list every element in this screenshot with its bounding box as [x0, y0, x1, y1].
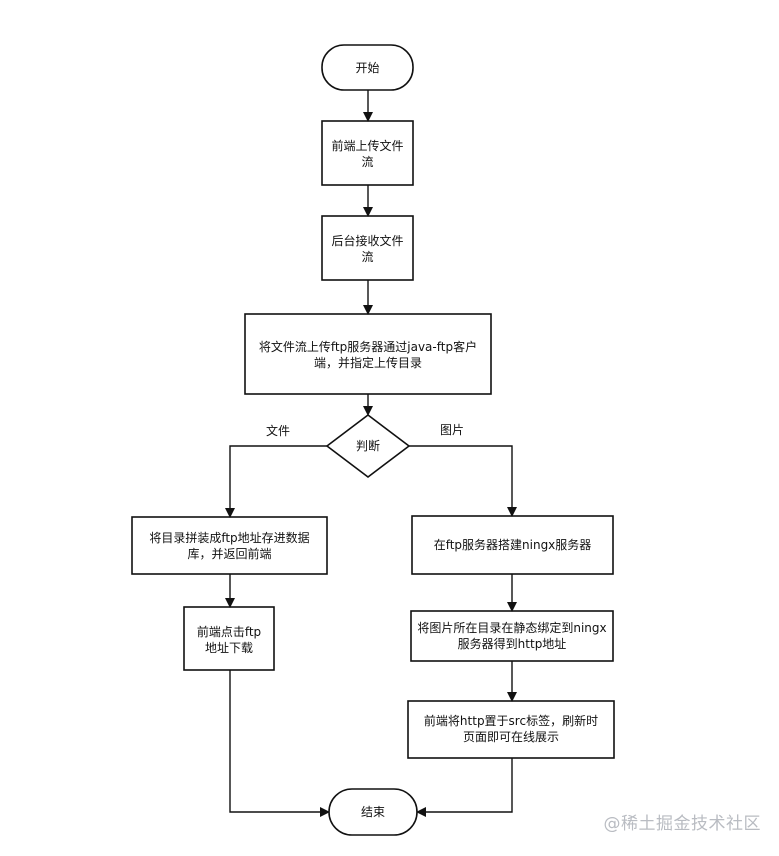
decision-label: 判断 — [356, 438, 380, 453]
frontend-upload-label-2: 流 — [361, 155, 373, 169]
edge-src-to-end — [416, 758, 513, 817]
frontend-download-label-1: 前端点击ftp — [197, 624, 261, 639]
end-node: 结束 — [328, 788, 418, 836]
backend-receive-label-1: 后台接收文件 — [331, 233, 403, 248]
edge-decision-to-image-branch — [409, 445, 517, 517]
ftp-upload-label-1: 将文件流上传ftp服务器通过java-ftp客户 — [259, 339, 477, 354]
nginx-setup-node: 在ftp服务器搭建ningx服务器 — [411, 515, 614, 575]
save-ftp-address-node: 将目录拼装成ftp地址存进数据 库，并返回前端 — [131, 516, 328, 575]
frontend-upload-node: 前端上传文件 流 — [321, 120, 414, 186]
src-tag-node: 前端将http置于src标签，刷新时 页面即可在线展示 — [407, 700, 615, 759]
backend-receive-node: 后台接收文件 流 — [321, 215, 414, 281]
edge-decision-to-file-branch — [225, 445, 327, 518]
ftp-upload-label-2: 端，并指定上传目录 — [314, 355, 422, 370]
frontend-upload-label-1: 前端上传文件 — [331, 138, 403, 153]
ftp-upload-node: 将文件流上传ftp服务器通过java-ftp客户 端，并指定上传目录 — [244, 313, 492, 395]
src-tag-label-1: 前端将http置于src标签，刷新时 — [424, 713, 598, 728]
start-label: 开始 — [355, 61, 379, 75]
static-bind-label-2: 服务器得到http地址 — [458, 636, 567, 651]
static-bind-label-1: 将图片所在目录在静态绑定到ningx — [417, 620, 606, 635]
start-node: 开始 — [321, 44, 414, 91]
nginx-setup-label: 在ftp服务器搭建ningx服务器 — [434, 537, 592, 552]
src-tag-label-2: 页面即可在线展示 — [463, 730, 559, 744]
end-label: 结束 — [361, 805, 385, 819]
save-ftp-address-label-1: 将目录拼装成ftp地址存进数据 — [149, 530, 309, 545]
frontend-download-node: 前端点击ftp 地址下载 — [183, 606, 275, 671]
backend-receive-label-2: 流 — [361, 250, 373, 264]
save-ftp-address-label-2: 库，并返回前端 — [187, 546, 271, 561]
decision-node: 判断 — [325, 413, 411, 479]
edge-download-to-end — [229, 670, 330, 817]
frontend-download-label-2: 地址下载 — [205, 641, 253, 655]
edge-label-file: 文件 — [266, 423, 290, 438]
edge-label-image: 图片 — [440, 423, 464, 437]
watermark-text: @稀土掘金技术社区 — [603, 814, 761, 834]
static-bind-node: 将图片所在目录在静态绑定到ningx 服务器得到http地址 — [410, 610, 614, 662]
